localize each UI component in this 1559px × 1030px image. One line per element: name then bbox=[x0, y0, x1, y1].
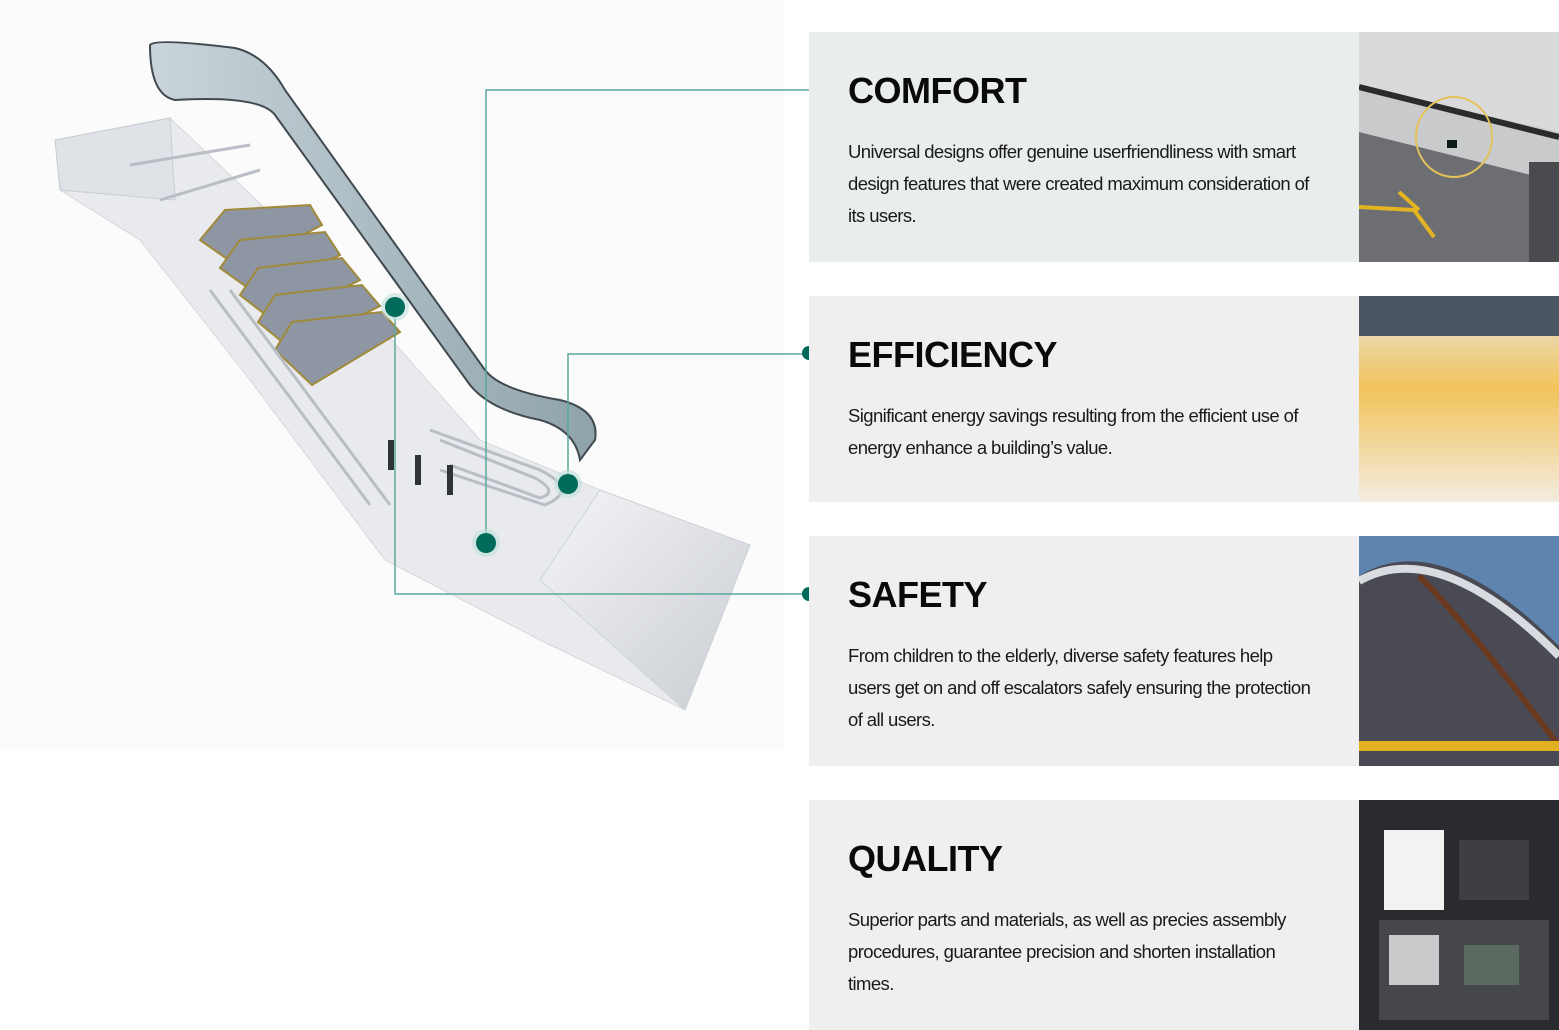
escalator-icon bbox=[54, 41, 751, 711]
step-lighting-photo-icon bbox=[1359, 296, 1559, 502]
feature-description: Universal designs offer genuine userfrie… bbox=[848, 141, 1309, 226]
handrail-curve-photo-icon bbox=[1359, 536, 1559, 766]
feature-card-efficiency: EFFICIENCY Significant energy savings re… bbox=[809, 296, 1559, 502]
feature-card-quality: QUALITY Superior parts and materials, as… bbox=[809, 800, 1559, 1030]
feature-title: SAFETY bbox=[848, 574, 988, 615]
feature-card-safety: SAFETY From children to the elderly, div… bbox=[809, 536, 1559, 766]
feature-title: EFFICIENCY bbox=[848, 334, 1058, 375]
feature-title: QUALITY bbox=[848, 838, 1003, 879]
escalator-illustration bbox=[0, 0, 785, 750]
feature-description: Superior parts and materials, as well as… bbox=[848, 909, 1286, 994]
feature-title: COMFORT bbox=[848, 70, 1027, 111]
feature-card-comfort: COMFORT Universal designs offer genuine … bbox=[809, 32, 1559, 262]
feature-description: Significant energy savings resulting fro… bbox=[848, 405, 1298, 458]
tool-case-photo-icon bbox=[1359, 800, 1559, 1030]
handrail-sensor-photo-icon bbox=[1359, 32, 1559, 262]
feature-description: From children to the elderly, diverse sa… bbox=[848, 645, 1311, 730]
